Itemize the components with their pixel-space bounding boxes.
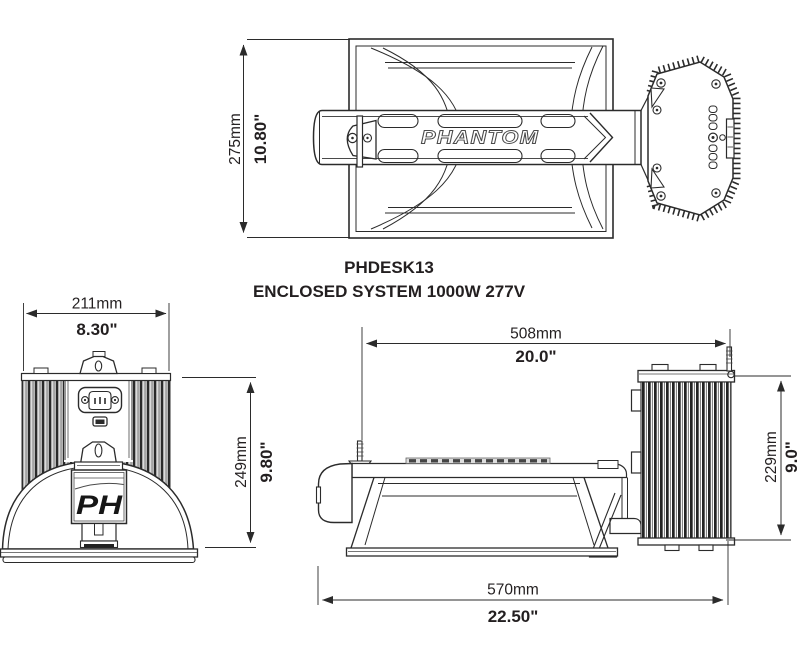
side-reflector-opening xyxy=(350,477,609,549)
dim-front-view-width: 211mm 8.30" xyxy=(23,296,170,371)
dim-label-980in: 9.80" xyxy=(257,441,276,482)
model-number: PHDESK13 xyxy=(344,258,434,277)
phantom-logo: PHANTOM xyxy=(421,128,539,148)
bar-chevron xyxy=(583,112,614,163)
dome-rim xyxy=(0,548,199,558)
ballast-connector-plate xyxy=(725,118,735,159)
ballast-fins-top xyxy=(646,54,741,223)
product-description: ENCLOSED SYSTEM 1000W 277V xyxy=(253,282,526,301)
front-top-cap xyxy=(20,372,172,382)
side-view xyxy=(315,346,736,558)
dim-label-200in: 20.0" xyxy=(515,347,556,366)
side-left-slot xyxy=(315,486,322,504)
front-top-hanger-bracket xyxy=(79,351,118,375)
dim-label-90in: 9.0" xyxy=(782,441,800,473)
dim-label-830in: 8.30" xyxy=(76,320,117,339)
side-left-end-cap xyxy=(317,462,353,524)
ballast-clip-lower xyxy=(630,451,642,474)
usb-port xyxy=(92,416,108,427)
dim-label-275mm: 275mm xyxy=(227,113,244,165)
iec-power-inlet xyxy=(77,386,123,414)
dim-label-211mm: 211mm xyxy=(72,296,123,313)
ballast-bottom-cap xyxy=(637,537,736,546)
title-block: PHDESK13 ENCLOSED SYSTEM 1000W 277V xyxy=(253,258,526,301)
ballast-vent-slots xyxy=(708,105,718,169)
side-base-plate xyxy=(345,547,619,557)
dim-label-508mm: 508mm xyxy=(510,326,562,343)
side-top-deck xyxy=(351,462,628,479)
ballast-top-view xyxy=(646,54,741,223)
gusset-top xyxy=(650,87,665,109)
front-view: PH xyxy=(0,351,199,564)
gusset-bottom xyxy=(650,167,665,189)
ph-badge: PH xyxy=(70,469,128,525)
ballast-top-cap xyxy=(637,369,736,383)
ballast-clip-upper xyxy=(630,389,642,412)
dim-label-1080in: 10.80" xyxy=(251,114,270,165)
mounting-bar-slots xyxy=(377,113,576,164)
dim-front-view-height: 249mm 9.80" xyxy=(182,377,276,548)
ph-badge-text: PH xyxy=(76,490,123,520)
dim-label-229mm: 229mm xyxy=(763,431,780,483)
dimension-annotations: 275mm 10.80" 211mm 8.30" 249mm 9.80" 508… xyxy=(23,39,800,626)
lamp-socket-base xyxy=(79,522,119,549)
ballast-side-view xyxy=(630,346,736,552)
ballast-side-fins xyxy=(640,381,732,539)
wing-bolt-bracket xyxy=(346,115,377,168)
eye-bolt xyxy=(726,346,735,379)
dim-label-249mm: 249mm xyxy=(233,436,250,488)
dim-label-570mm: 570mm xyxy=(487,582,539,599)
dim-side-view-height: 229mm 9.0" xyxy=(726,375,800,541)
mounting-bar: PHANTOM xyxy=(312,96,649,181)
ballast-screws xyxy=(652,78,726,201)
dim-label-2250in: 22.50" xyxy=(488,607,539,626)
dim-top-view-height: 275mm 10.80" xyxy=(227,39,350,238)
dim-side-view-overall: 570mm 22.50" xyxy=(317,541,729,626)
top-view: PHANTOM xyxy=(312,38,741,239)
dim-side-view-mount: 508mm 20.0" xyxy=(361,326,731,440)
